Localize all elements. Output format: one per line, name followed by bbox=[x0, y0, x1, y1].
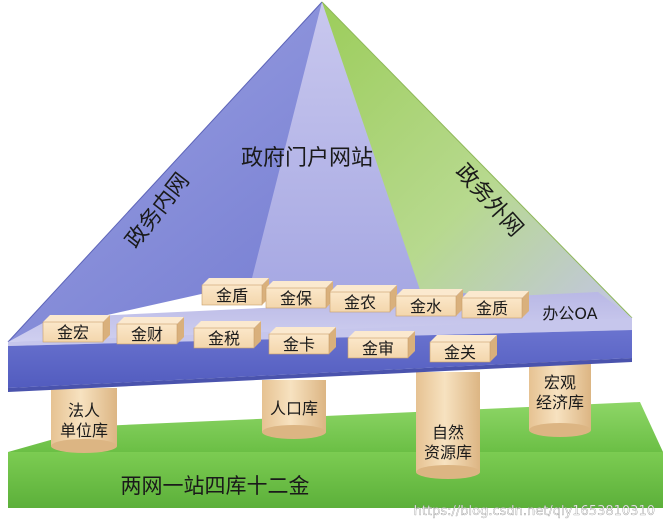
block-top-face bbox=[396, 289, 463, 296]
block-front-face bbox=[461, 297, 523, 319]
golden-project-label: 金税 bbox=[208, 329, 240, 348]
golden-project-block: 金财 bbox=[116, 317, 184, 345]
base-label: 两网一站四库十二金 bbox=[121, 474, 310, 498]
block-front-face bbox=[429, 341, 491, 363]
golden-project-label: 金质 bbox=[476, 299, 508, 318]
block-side-face bbox=[408, 331, 415, 358]
block-top-face bbox=[348, 331, 415, 338]
golden-project-block: 金宏 bbox=[42, 315, 110, 343]
database-label: 宏观 bbox=[544, 373, 576, 392]
block-front-face bbox=[329, 291, 391, 313]
database-label: 单位库 bbox=[60, 421, 108, 440]
golden-project-blocks: 金盾 金保 金农 金水 金质 办公OA 金宏 金财 金税 金卡 金审 金关 bbox=[42, 278, 598, 363]
block-top-face bbox=[269, 327, 336, 334]
cylinder-bottom bbox=[262, 425, 326, 439]
database-cylinder: 人口库 bbox=[262, 380, 326, 439]
pyramid bbox=[7, 1, 633, 343]
block-top-face bbox=[462, 291, 529, 298]
block-side-face bbox=[254, 321, 261, 348]
cylinder-bottom bbox=[416, 465, 480, 479]
block-front-face bbox=[265, 287, 327, 309]
platform-bottom-edge bbox=[8, 358, 632, 392]
golden-project-block: 金关 bbox=[429, 335, 497, 363]
base-slab: 两网一站四库十二金 bbox=[8, 402, 663, 508]
block-front-face bbox=[268, 333, 330, 355]
block-top-face bbox=[266, 281, 333, 288]
database-label: 人口库 bbox=[270, 399, 318, 418]
golden-project-block: 金盾 bbox=[201, 278, 269, 306]
cylinder-body bbox=[51, 388, 117, 446]
block-top-face bbox=[202, 278, 269, 285]
block-front-face bbox=[193, 327, 255, 349]
pyramid-edge-left bbox=[7, 1, 323, 343]
block-side-face bbox=[490, 335, 497, 362]
golden-project-block: 金水 bbox=[395, 289, 463, 317]
block-side-face bbox=[390, 285, 397, 312]
block-side-face bbox=[177, 317, 184, 344]
database-label: 资源库 bbox=[424, 443, 472, 462]
cylinder-bottom bbox=[529, 423, 591, 437]
golden-project-block: 金保 bbox=[265, 281, 333, 309]
golden-project-label: 金水 bbox=[410, 297, 442, 316]
golden-project-block: 金农 bbox=[329, 285, 397, 313]
block-front-face bbox=[395, 295, 457, 317]
block-front-face bbox=[347, 337, 409, 359]
golden-project-label: 办公OA bbox=[542, 304, 597, 323]
golden-project-block: 金审 bbox=[347, 331, 415, 359]
block-front-face bbox=[42, 321, 104, 343]
cylinder-body bbox=[529, 360, 591, 430]
block-top-face bbox=[117, 317, 184, 324]
cylinder-body bbox=[262, 380, 326, 432]
block-top-face bbox=[43, 315, 110, 322]
database-label: 法人 bbox=[68, 401, 100, 420]
block-top-face bbox=[330, 285, 397, 292]
database-label: 自然 bbox=[432, 423, 464, 442]
base-slab-top bbox=[8, 402, 663, 452]
golden-project-block: 金质 bbox=[461, 291, 529, 319]
watermark: https://blog.csdn.net/qly1653810310 bbox=[414, 504, 655, 519]
pyramid-center-label: 政府门户网站 bbox=[241, 146, 373, 171]
golden-project-label: 金宏 bbox=[57, 323, 89, 342]
golden-project-block: 金卡 bbox=[268, 327, 336, 355]
golden-project-label: 金卡 bbox=[283, 335, 315, 354]
cylinder-bottom bbox=[51, 439, 117, 453]
block-side-face bbox=[103, 315, 110, 342]
block-top-face bbox=[430, 335, 497, 342]
block-front-face bbox=[116, 323, 178, 345]
block-side-face bbox=[522, 291, 529, 318]
base-slab-front bbox=[8, 452, 663, 508]
golden-project-block: 金税 bbox=[193, 321, 261, 349]
block-side-face bbox=[456, 289, 463, 316]
cylinder-body bbox=[416, 372, 480, 472]
golden-project-label: 金盾 bbox=[216, 286, 248, 305]
golden-project-label: 金农 bbox=[344, 293, 376, 312]
block-top-face bbox=[194, 321, 261, 328]
golden-project-label: 金关 bbox=[444, 343, 476, 362]
golden-project-label: 金保 bbox=[280, 289, 312, 308]
block-front-face bbox=[201, 284, 263, 306]
golden-project-label: 金财 bbox=[131, 325, 163, 344]
database-label: 经济库 bbox=[536, 393, 584, 412]
block-side-face bbox=[329, 327, 336, 354]
pyramid-edge-right bbox=[321, 1, 633, 319]
golden-project-label: 金审 bbox=[362, 339, 394, 358]
